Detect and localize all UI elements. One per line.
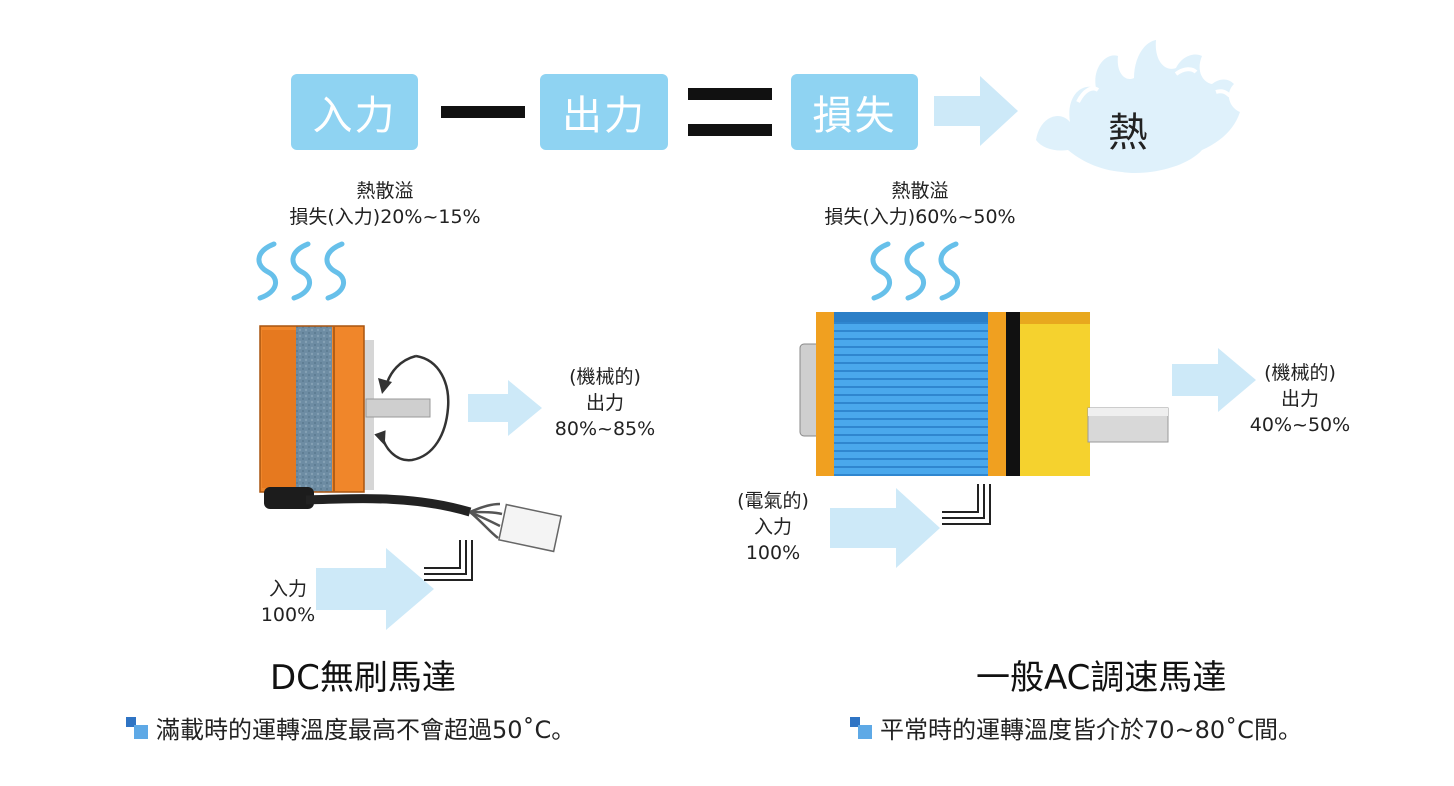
equation-minus [441,106,525,118]
rotation-arrow-icon [374,354,450,462]
ac-motor [799,312,1169,476]
ac-input-label: (電氣的) 入力 100% [718,488,828,566]
dc-note-text: 滿載時的運轉溫度最高不會超過50˚C。 [156,716,576,744]
dc-output-line3: 80%~85% [554,418,656,440]
dc-input-arrow [316,548,434,630]
dc-input-lines [424,540,473,581]
ac-note-text: 平常時的運轉溫度皆介於70~80˚C間。 [880,716,1302,744]
ac-input-arrow [830,488,940,568]
dc-heat-label: 熱散溢 損失(入力)20%~15% [270,178,500,230]
ac-heat-line2: 損失(入力)60%~50% [824,206,1016,228]
equation-arrow [934,76,1018,146]
ac-output-arrow [1172,348,1256,412]
ac-input-line1: (電氣的) [737,490,809,512]
dc-input-label: 入力 100% [248,576,328,628]
flame-cloud-icon [1036,40,1240,174]
dc-input-line2: 100% [260,604,316,626]
ac-input-lines [942,484,991,525]
dc-heat-wave-icon [256,241,346,301]
equation-output-label: 出力 [562,93,646,139]
equation-output-box: 出力 [540,74,668,150]
dc-note: 滿載時的運轉溫度最高不會超過50˚C。 [126,710,575,745]
dc-title: DC無刷馬達 [270,658,456,698]
ac-output-line3: 40%~50% [1249,414,1351,436]
dc-bullet-icon [126,716,150,739]
dc-output-arrow [468,380,542,436]
ac-output-line1: (機械的) [1264,362,1336,384]
equation-input-box: 入力 [291,74,418,150]
ac-output-label: (機械的) 出力 40%~50% [1232,360,1368,438]
dc-input-line1: 入力 [268,578,307,600]
dc-heat-line1: 熱散溢 [356,180,414,202]
dc-heat-line2: 損失(入力)20%~15% [289,206,481,228]
ac-title: 一般AC調速馬達 [976,658,1227,698]
ac-input-line2: 入力 [753,516,792,538]
ac-bullet-icon [850,716,874,739]
equation-loss-box: 損失 [791,74,918,150]
dc-output-label: (機械的) 出力 80%~85% [540,364,670,442]
ac-heat-wave-icon [870,241,960,301]
equation-loss-label: 損失 [812,93,897,139]
dc-output-line2: 出力 [585,392,624,414]
ac-input-line3: 100% [745,542,801,564]
ac-output-line2: 出力 [1280,388,1319,410]
dc-motor [259,325,563,553]
equation-input-label: 入力 [312,93,397,139]
ac-heat-label: 熱散溢 損失(入力)60%~50% [805,178,1035,230]
ac-note: 平常時的運轉溫度皆介於70~80˚C間。 [850,710,1302,745]
dc-output-line1: (機械的) [569,366,641,388]
equation-heat-label: 熱 [1108,110,1148,156]
ac-heat-line1: 熱散溢 [891,180,949,202]
equation-equals [688,88,772,136]
